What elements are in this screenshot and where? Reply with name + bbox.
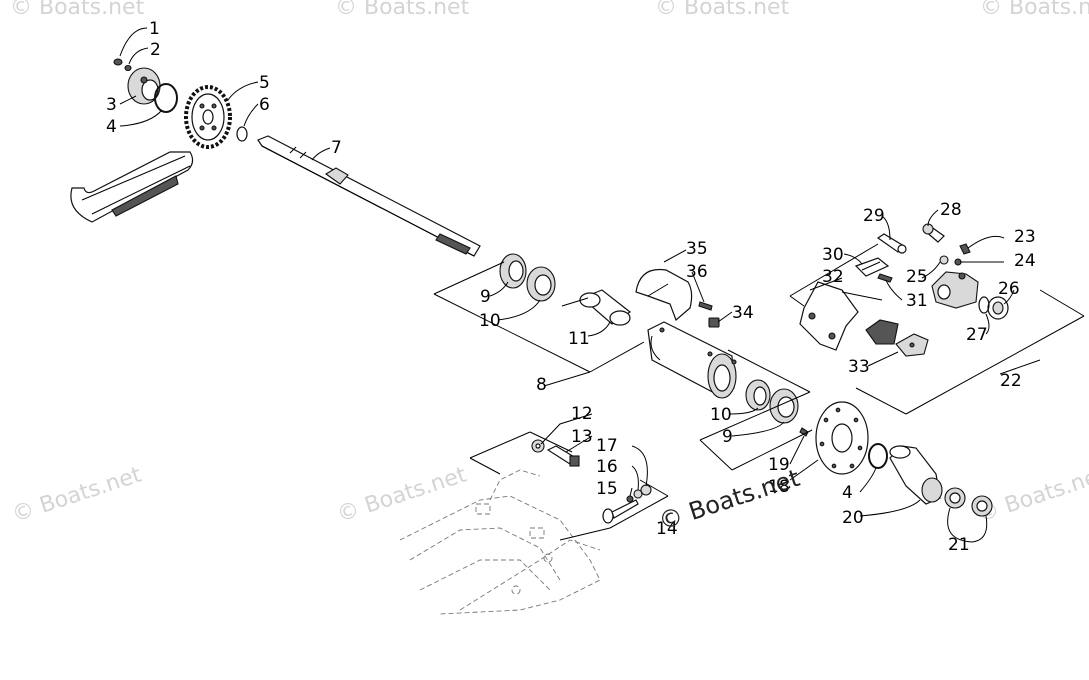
callout-4: 4: [106, 117, 117, 137]
bearing-upper: [499, 253, 527, 289]
watermark: © Boats.net: [655, 0, 790, 20]
axle-nut: [944, 487, 966, 509]
o-ring: [236, 126, 248, 142]
callout-5: 5: [259, 73, 270, 93]
slide-pin: [876, 233, 907, 254]
callout-33: 33: [848, 357, 870, 377]
chain-adjuster-bolt: [602, 499, 639, 524]
callout-21: 21: [948, 535, 970, 555]
bearing-lower: [769, 388, 799, 424]
mounting-bolt: [546, 445, 580, 467]
caliper-bolt: [922, 223, 945, 243]
adjuster-nut: [640, 484, 652, 496]
brake-caliper: [931, 271, 979, 309]
watermark: © Boats.net: [335, 0, 470, 20]
callout-3: 3: [106, 95, 117, 115]
brake-disc: [815, 401, 869, 475]
flat-washer: [531, 439, 545, 453]
callout-36: 36: [686, 262, 708, 282]
jam-nut: [971, 495, 993, 517]
leader-lines: [119, 27, 1085, 543]
brake-pad-inner: [865, 319, 899, 345]
drive-chain: [70, 151, 194, 223]
bleeder-screw: [959, 243, 971, 255]
callout-24: 24: [1014, 251, 1036, 271]
callout-13: 13: [571, 427, 593, 447]
sprocket-bolt: [113, 58, 123, 66]
callout-6: 6: [259, 95, 270, 115]
retaining-ring: [154, 83, 178, 113]
callout-labels: 1 2 3 4 5 6 7 8 9 10 11 12 13 14 15 16 1…: [106, 19, 1036, 555]
callout-16: 16: [596, 457, 618, 477]
brake-pad-outer: [895, 333, 929, 357]
seal-lower: [745, 379, 771, 411]
watermark: © Boats.net: [9, 462, 145, 527]
frame-reference-ghost: [399, 469, 601, 615]
callout-10: 10: [479, 311, 501, 331]
hex-nut: [708, 317, 720, 328]
callout-26: 26: [998, 279, 1020, 299]
pad-pin: [877, 273, 893, 283]
callout-4-lower: 4: [842, 483, 853, 503]
watermark-main: © Boats.net: [655, 464, 803, 536]
callout-20: 20: [842, 508, 864, 528]
watermark: © Boats.net: [334, 462, 470, 527]
watermark: © Boats.net: [10, 0, 145, 20]
callout-31: 31: [906, 291, 928, 311]
callout-2: 2: [150, 40, 161, 60]
callout-23: 23: [1014, 227, 1036, 247]
callout-29: 29: [863, 206, 885, 226]
callout-30: 30: [822, 245, 844, 265]
bearing-housing: [647, 321, 737, 399]
sprocket: [184, 85, 232, 149]
axle-spacer: [579, 289, 632, 326]
callout-22: 22: [1000, 371, 1022, 391]
callout-11: 11: [568, 329, 590, 349]
rear-axle: [257, 135, 481, 257]
callout-9-lower: 9: [722, 427, 733, 447]
callout-7: 7: [331, 138, 342, 158]
callout-15: 15: [596, 479, 618, 499]
callout-8: 8: [536, 375, 547, 395]
retaining-ring-lower: [868, 443, 888, 469]
seal-upper: [526, 266, 556, 302]
disc-bolt: [799, 427, 809, 437]
callout-32: 32: [822, 267, 844, 287]
callout-28: 28: [940, 200, 962, 220]
callout-17: 17: [596, 436, 618, 456]
callout-27: 27: [966, 325, 988, 345]
watermark: © Boats.net: [980, 0, 1089, 20]
caliper-piston: [987, 296, 1009, 320]
callout-19: 19: [768, 455, 790, 475]
caliper-bracket: [799, 281, 883, 351]
pad-spring-clip: [854, 257, 890, 277]
callout-14: 14: [656, 519, 678, 539]
brake-hub: [889, 445, 943, 505]
watermark-layer: © Boats.net © Boats.net © Boats.net © Bo…: [9, 0, 1089, 528]
bearing-housing-cover: [635, 268, 693, 322]
callout-12: 12: [571, 404, 593, 424]
callout-35: 35: [686, 239, 708, 259]
piston-seal: [978, 296, 990, 314]
callout-1: 1: [149, 19, 160, 39]
watermark: © Boats.net: [974, 462, 1089, 527]
callout-18: 18: [768, 477, 790, 497]
caliper-seal: [939, 255, 949, 265]
callout-34: 34: [732, 303, 754, 323]
callout-10-lower: 10: [710, 405, 732, 425]
callout-25: 25: [906, 267, 928, 287]
callout-9: 9: [480, 287, 491, 307]
lock-washer: [124, 64, 132, 72]
set-screw: [698, 301, 713, 311]
adjuster-washer: [626, 495, 634, 503]
